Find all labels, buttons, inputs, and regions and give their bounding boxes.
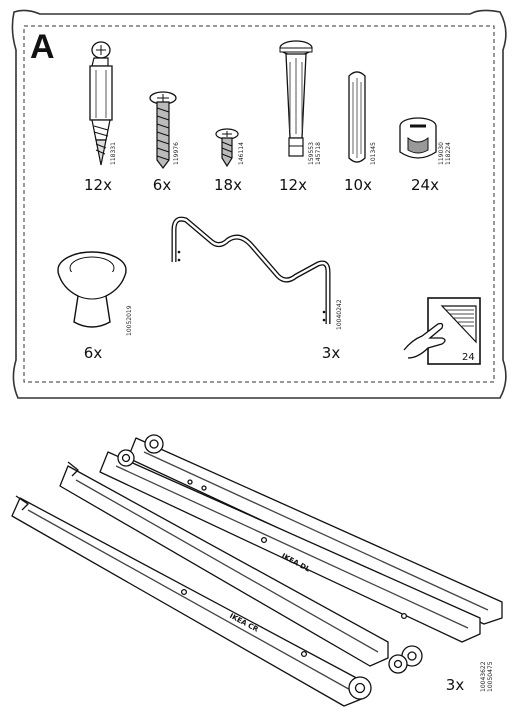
- wire-bracket-icon: [171, 216, 331, 324]
- knob-icon: [57, 251, 127, 328]
- part-qty-8: 3x: [321, 344, 341, 362]
- part-qty-7: 6x: [83, 344, 103, 362]
- part-code-3: 146114: [238, 142, 245, 165]
- page-reference-number: 24: [462, 352, 475, 363]
- cam-lock-icon: [399, 117, 437, 159]
- part-qty-3: 18x: [214, 176, 242, 194]
- plastic-dowel-icon: [279, 40, 313, 157]
- part-code-6b: 118224: [445, 142, 452, 165]
- rails-code-a: 10043622: [480, 661, 487, 692]
- drawer-rails-illustration: [11, 434, 503, 707]
- part-qty-4: 12x: [279, 176, 307, 194]
- part-code-2: 119976: [173, 142, 180, 165]
- screw-icon: [149, 91, 177, 169]
- part-qty-5: 10x: [344, 176, 372, 194]
- dowel-screw-icon: [89, 41, 113, 166]
- part-code-4b: 145718: [315, 142, 322, 165]
- part-qty-1: 12x: [84, 176, 112, 194]
- part-code-7: 10052019: [126, 305, 133, 336]
- part-code-1: 118331: [110, 142, 117, 165]
- parts-bag-outline: [11, 9, 507, 399]
- part-qty-2: 6x: [152, 176, 172, 194]
- wood-dowel-icon: [348, 71, 366, 163]
- part-qty-6: 24x: [411, 176, 439, 194]
- part-code-4a: 159553: [308, 142, 315, 165]
- rails-code-b: 10050475: [487, 661, 494, 692]
- part-code-6a: 119030: [438, 142, 445, 165]
- part-code-8: 10040242: [336, 299, 343, 330]
- short-screw-icon: [215, 128, 239, 168]
- part-code-5: 101345: [370, 142, 377, 165]
- rails-qty: 3x: [445, 676, 465, 694]
- bag-letter: A: [30, 28, 55, 66]
- booklet-page-icon: [403, 297, 481, 365]
